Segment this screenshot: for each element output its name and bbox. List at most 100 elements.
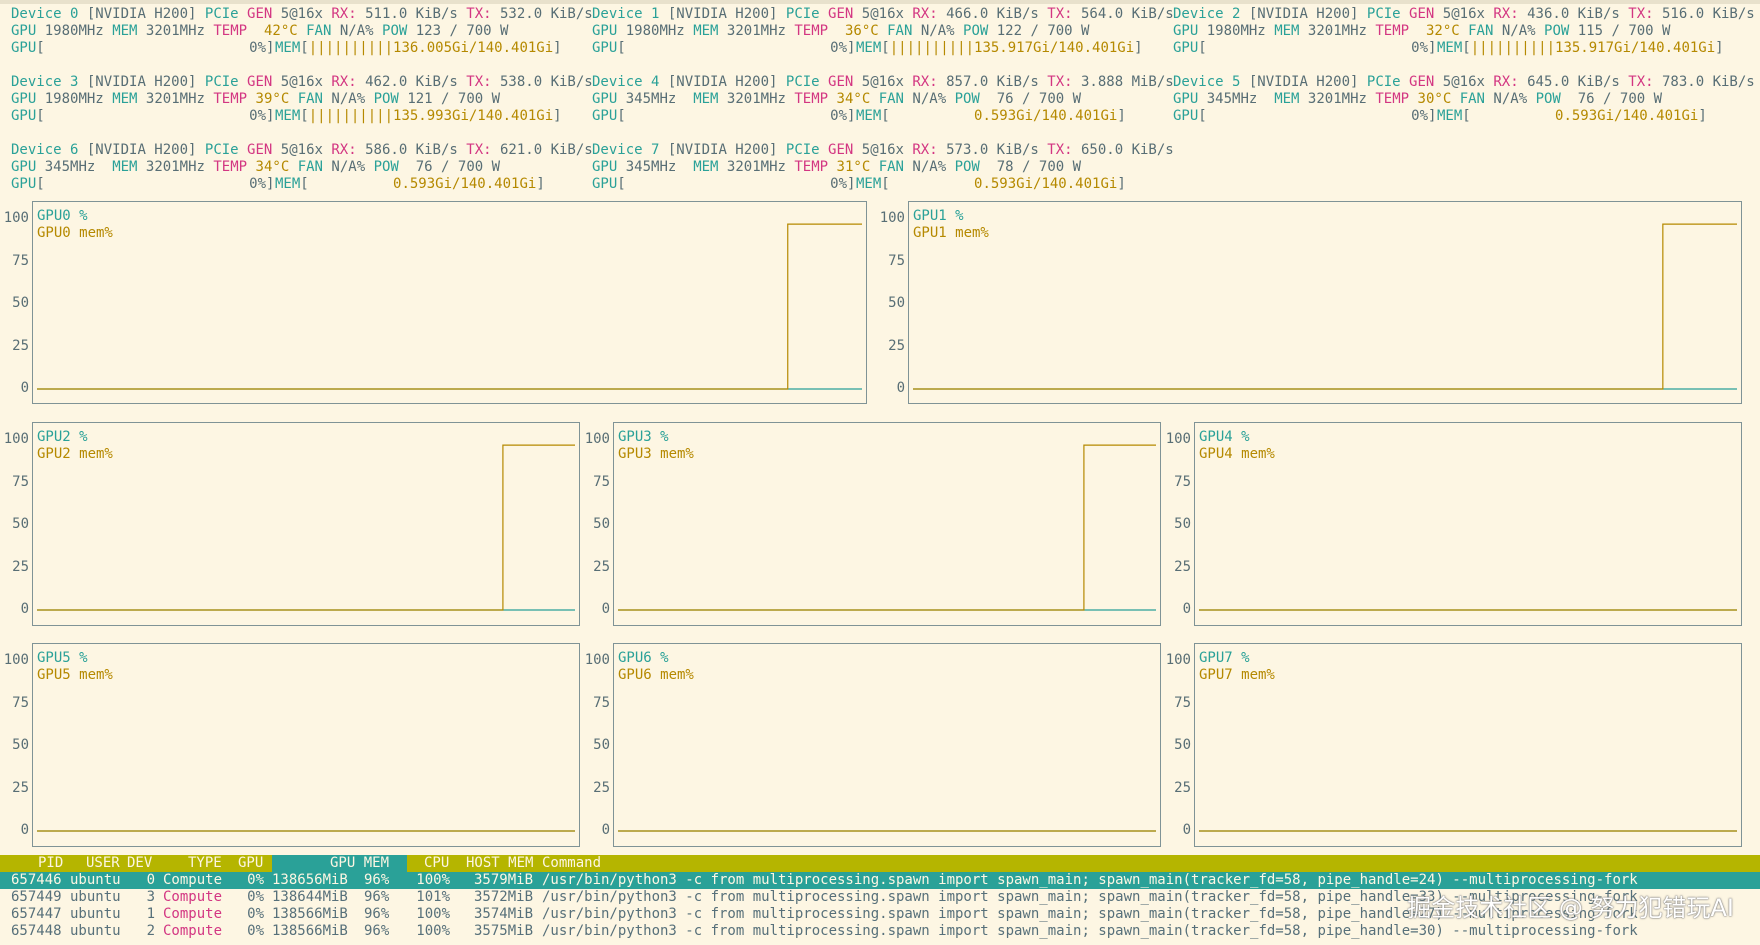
process-gpu-util: 0% <box>247 872 264 888</box>
device-clock-line: GPU 1980MHz MEM 3201MHz TEMP 32°C FAN N/… <box>1173 23 1758 40</box>
y-tick-label: 25 <box>12 779 29 796</box>
header-host-mem[interactable]: HOST MEM <box>466 855 534 871</box>
chart-plot-area <box>913 223 1737 390</box>
mem-label: MEM <box>693 159 719 175</box>
process-dev: 3 <box>146 889 155 905</box>
fan-value: N/A% <box>339 23 374 39</box>
device-model: [NVIDIA H200] <box>667 6 778 22</box>
chart-plot-area <box>37 830 575 832</box>
device-model: [NVIDIA H200] <box>86 142 197 158</box>
mem-label: MEM <box>112 91 138 107</box>
device-clock-line: GPU 345MHz MEM 3201MHz TEMP 34°C FAN N/A… <box>592 91 1177 108</box>
rx-value: 511.0 KiB/s <box>365 6 458 22</box>
y-tick-label: 0 <box>20 601 29 617</box>
fan-value: N/A% <box>920 23 955 39</box>
rx-label: RX: <box>331 142 357 158</box>
gpu-label: GPU <box>1173 23 1199 39</box>
tx-label: TX: <box>1628 6 1654 22</box>
chart-legend: GPU4 %GPU4 mem% <box>1199 429 1275 463</box>
pow-value: 115 / 700 W <box>1577 23 1671 39</box>
header-type[interactable]: TYPE <box>188 855 222 871</box>
gpu-chart-panel: GPU2 %GPU2 mem% <box>32 422 580 626</box>
device-id: Device 3 <box>11 74 79 90</box>
tx-label: TX: <box>1047 142 1073 158</box>
header-cpu[interactable]: CPU <box>424 855 450 871</box>
rx-label: RX: <box>331 6 357 22</box>
gpu-bar-label: GPU <box>11 176 37 192</box>
mem-clock: 3201MHz <box>145 159 205 175</box>
chart-plot-area <box>1199 830 1737 832</box>
gpu-label: GPU <box>11 91 37 107</box>
rx-value: 857.0 KiB/s <box>946 74 1039 90</box>
legend-gpu-mem: GPU3 mem% <box>618 446 694 462</box>
device-id: Device 5 <box>1173 74 1241 90</box>
process-gpu-util: 0% <box>247 923 264 939</box>
temp-label: TEMP <box>213 91 248 107</box>
process-command: /usr/bin/python3 -c from multiprocessing… <box>542 923 1638 939</box>
header-gpu[interactable]: GPU <box>238 855 264 871</box>
fan-value: N/A% <box>1493 91 1528 107</box>
process-pid: 657447 <box>11 906 62 922</box>
y-tick-label: 50 <box>593 737 610 753</box>
process-type: Compute <box>163 923 223 939</box>
fan-value: N/A% <box>912 159 947 175</box>
legend-gpu-mem: GPU0 mem% <box>37 225 113 241</box>
legend-gpu-util: GPU6 % <box>618 650 669 666</box>
gpu-clock: 345MHz <box>625 91 685 107</box>
y-tick-label: 0 <box>20 822 29 838</box>
mem-bar-label: MEM <box>856 40 882 56</box>
rx-value: 466.0 KiB/s <box>946 6 1039 22</box>
gen-label: GEN <box>828 74 854 90</box>
mem-usage-bar: ||||||||||136.005Gi/140.401Gi <box>308 40 554 56</box>
fan-label: FAN <box>878 91 904 107</box>
header-dev[interactable]: DEV <box>127 855 153 871</box>
gpu-clock: 345MHz <box>625 159 685 175</box>
mem-label: MEM <box>1274 91 1300 107</box>
header-user[interactable]: USER <box>86 855 120 871</box>
process-user: ubuntu <box>70 923 121 939</box>
header-gpu-mem[interactable]: GPU MEM <box>330 855 390 871</box>
y-tick-label: 0 <box>896 380 905 396</box>
process-table-header[interactable]: PID USER DEV TYPE GPU GPU MEM CPU HOST M… <box>0 855 1760 872</box>
device-model: [NVIDIA H200] <box>667 142 778 158</box>
header-command[interactable]: Command <box>542 855 602 871</box>
process-cpu: 100% <box>416 923 450 939</box>
legend-gpu-mem: GPU6 mem% <box>618 667 694 683</box>
process-gpu-mem: 138644MiB <box>272 889 348 905</box>
gpu-mem-series-line <box>913 223 1737 390</box>
y-tick-label: 0 <box>1182 601 1191 617</box>
fan-label: FAN <box>306 23 332 39</box>
gen-label: GEN <box>247 74 273 90</box>
rx-label: RX: <box>1493 74 1519 90</box>
fan-label: FAN <box>297 159 323 175</box>
y-tick-label: 0 <box>601 822 610 838</box>
gpu-mem-series-line <box>37 444 575 611</box>
legend-gpu-util: GPU0 % <box>37 208 88 224</box>
tx-value: 532.0 KiB/s <box>500 6 593 22</box>
y-tick-label: 50 <box>12 737 29 753</box>
y-tick-label: 100 <box>1165 431 1191 447</box>
y-tick-label: 75 <box>12 252 29 269</box>
device-clock-line: GPU 1980MHz MEM 3201MHz TEMP 42°C FAN N/… <box>11 23 596 40</box>
y-tick-label: 25 <box>12 558 29 575</box>
device-header-line: Device 2 [NVIDIA H200] PCIe GEN 5@16x RX… <box>1173 6 1758 23</box>
gpu-bar-label: GPU <box>1173 40 1199 56</box>
device-id: Device 6 <box>11 142 79 158</box>
temp-value: 32°C <box>1417 23 1460 39</box>
gpu-label: GPU <box>1173 91 1199 107</box>
pcie-link: 5@16x <box>280 6 323 22</box>
pcie-label: PCIe <box>785 6 820 22</box>
device-model: [NVIDIA H200] <box>86 74 197 90</box>
y-tick-label: 75 <box>593 473 610 490</box>
header-pid[interactable]: PID <box>38 855 64 871</box>
process-user: ubuntu <box>70 872 121 888</box>
mem-bar-label: MEM <box>275 176 301 192</box>
device-bar-line: GPU[0%]MEM[ 0.593Gi/140.401Gi] <box>1173 108 1707 124</box>
tx-label: TX: <box>1047 74 1073 90</box>
device-block: Device 0 [NVIDIA H200] PCIe GEN 5@16x RX… <box>11 6 596 57</box>
y-tick-label: 75 <box>12 473 29 490</box>
